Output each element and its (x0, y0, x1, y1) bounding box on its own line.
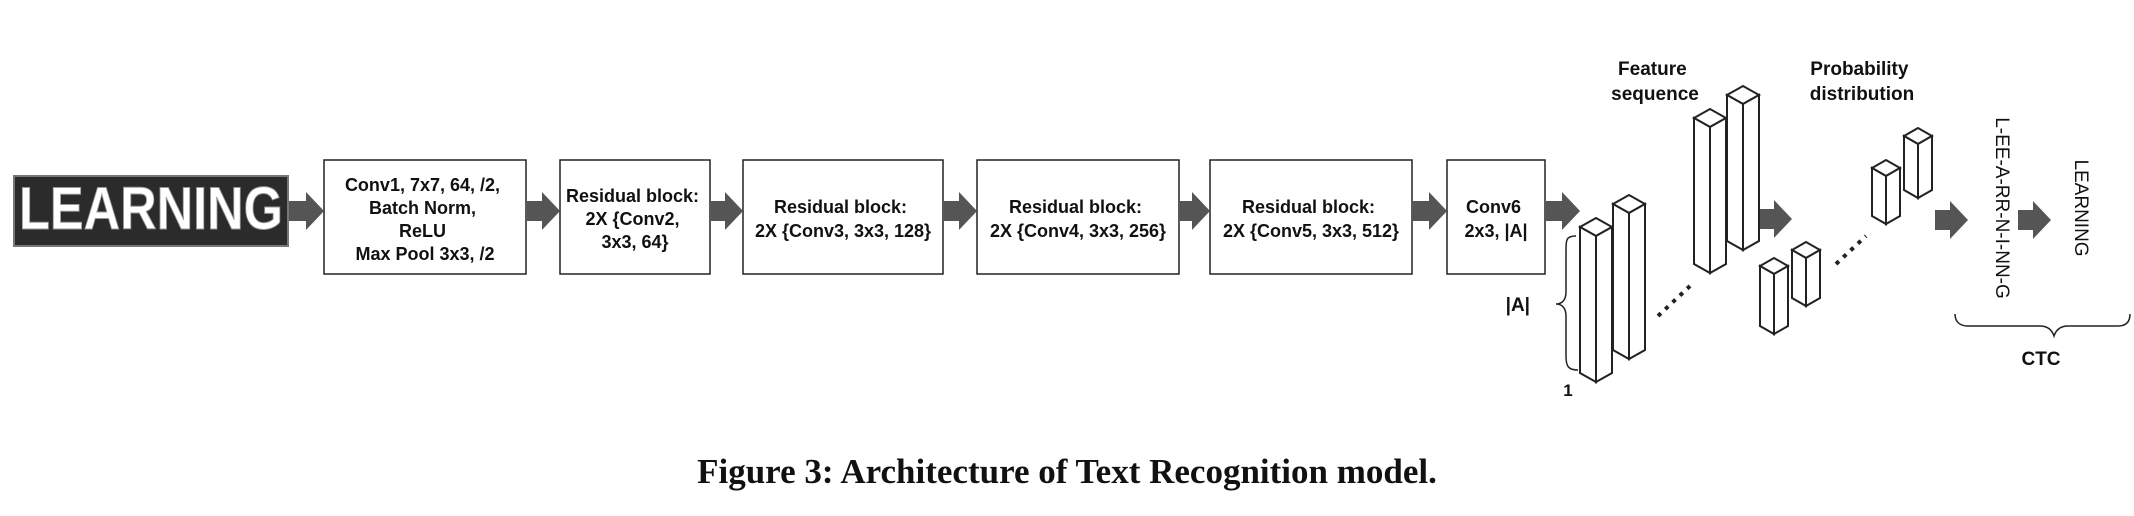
arrow-input-to-conv1 (289, 192, 324, 230)
conv4-line-2: 2X {Conv4, 3x3, 256} (990, 221, 1166, 241)
arrow-conv2-to-conv3 (711, 192, 743, 230)
ctc-label: CTC (2021, 349, 2060, 370)
feature-ellipsis (1656, 284, 1692, 318)
conv1-block: Conv1, 7x7, 64, /2, Batch Norm, ReLU Max… (323, 159, 527, 275)
probability-column-2 (1789, 240, 1823, 308)
arrow-probability-to-ctc-raw (1935, 201, 1968, 239)
ctc-brace (1954, 313, 2131, 339)
conv1-line-2: Batch Norm, (369, 198, 476, 218)
svg-text:Residual block: 2X {Conv: Residual block: 2X {Conv4, 3x3, 256} (990, 197, 1166, 241)
svg-text:Residual block: 2X {Conv: Residual block: 2X {Conv2, 3x3, 64} (566, 186, 704, 252)
conv2-line-3: 3x3, 64} (601, 232, 668, 252)
conv5-line-2: 2X {Conv5, 3x3, 512} (1223, 221, 1399, 241)
feature-column-1 (1577, 216, 1615, 384)
arrow-features-to-probability (1758, 200, 1792, 238)
conv6-line-2: 2x3, |A| (1464, 221, 1527, 241)
input-image: LEARNING (13, 175, 289, 247)
conv3-line-1: Residual block: (774, 197, 907, 217)
arrow-conv6-to-features (1546, 192, 1580, 230)
conv1-line-3: ReLU (399, 221, 446, 241)
svg-text:Residual block: 2X {Conv: Residual block: 2X {Conv3, 3x3, 128} (755, 197, 931, 241)
probability-title-2: distribution (1810, 84, 1914, 105)
feature-column-4 (1724, 84, 1762, 252)
conv1-line-4: Max Pool 3x3, /2 (355, 244, 494, 264)
svg-text:Probability distribution: Probability distribution (1810, 59, 1914, 105)
svg-text:Residual block: 2X {Conv: Residual block: 2X {Conv5, 3x3, 512} (1223, 197, 1399, 241)
feature-sequence: Feature sequence |A| 1 (1506, 59, 1762, 400)
height-brace (1555, 235, 1579, 371)
ctc-section: L-EE-A-RR-N-I-NN-G LEARNING CTC (1954, 117, 2131, 370)
conv2-line-1: Residual block: (566, 186, 699, 206)
arrow-conv4-to-conv5 (1180, 192, 1210, 230)
ctc-raw-output: L-EE-A-RR-N-I-NN-G (1991, 117, 2012, 299)
probability-column-4 (1901, 126, 1935, 200)
probability-column-3 (1869, 158, 1903, 226)
architecture-diagram: LEARNING Conv1, 7x7, 64, /2, Batch Norm,… (13, 59, 2131, 400)
arrow-ctc-raw-to-decoded (2018, 201, 2051, 239)
svg-text:Feature sequence: Feature sequence (1611, 59, 1699, 105)
conv6-line-1: Conv6 (1466, 197, 1521, 217)
residual-block-conv3: Residual block: 2X {Conv3, 3x3, 128} (742, 159, 944, 275)
arrow-conv3-to-conv4 (944, 192, 977, 230)
svg-text:Conv6 2x3, |A|: Conv6 2x3, |A| (1464, 197, 1527, 241)
feature-sequence-title-2: sequence (1611, 84, 1699, 105)
ctc-decoded-output: LEARNING (2070, 159, 2091, 256)
probability-column-1 (1757, 256, 1791, 336)
input-image-text: LEARNING (19, 175, 283, 242)
arrow-conv1-to-conv2 (527, 192, 560, 230)
conv6-block: Conv6 2x3, |A| (1446, 159, 1546, 275)
conv2-line-2: 2X {Conv2, (585, 209, 679, 229)
feature-sequence-title-1: Feature (1618, 59, 1687, 80)
probability-ellipsis (1834, 234, 1868, 266)
conv5-line-1: Residual block: (1242, 197, 1375, 217)
probability-title-1: Probability (1810, 59, 1909, 80)
svg-text:Conv1, 7x7, 64, /2, Batc: Conv1, 7x7, 64, /2, Batch Norm, ReLU Max… (345, 175, 505, 264)
arrow-conv5-to-conv6 (1413, 192, 1447, 230)
residual-block-conv4: Residual block: 2X {Conv4, 3x3, 256} (976, 159, 1180, 275)
feature-column-2 (1610, 193, 1648, 361)
width-label: 1 (1563, 381, 1572, 400)
conv3-line-2: 2X {Conv3, 3x3, 128} (755, 221, 931, 241)
probability-distribution: Probability distribution (1757, 59, 1935, 336)
figure-caption: Figure 3: Architecture of Text Recogniti… (697, 452, 1437, 491)
residual-block-conv2: Residual block: 2X {Conv2, 3x3, 64} (559, 159, 711, 275)
height-label: |A| (1506, 295, 1530, 316)
conv1-line-1: Conv1, 7x7, 64, /2, (345, 175, 500, 195)
feature-column-3 (1691, 107, 1729, 275)
residual-block-conv5: Residual block: 2X {Conv5, 3x3, 512} (1209, 159, 1413, 275)
conv4-line-1: Residual block: (1009, 197, 1142, 217)
